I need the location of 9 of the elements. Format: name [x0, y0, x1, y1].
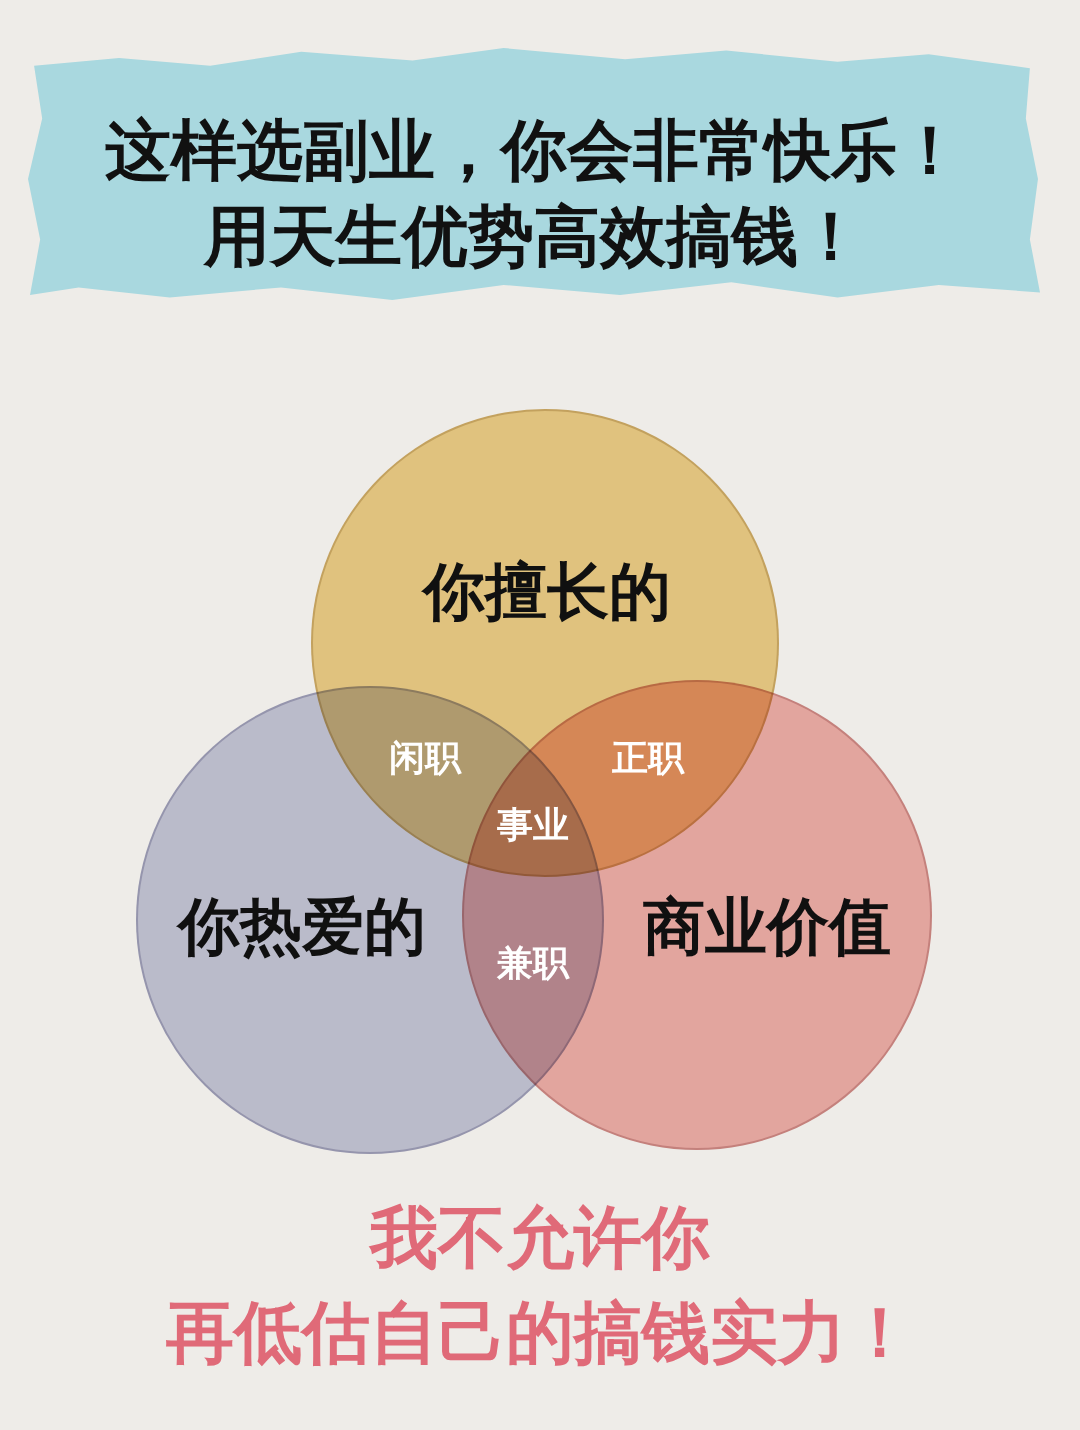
- title-text: 这样选副业，你会非常快乐！用天生优势高效搞钱！: [104, 111, 964, 277]
- overlap-label: 兼职: [497, 943, 569, 983]
- overlap-label: 事业: [497, 805, 569, 845]
- overlap-label: 正职: [612, 738, 684, 778]
- circle-label: 商业价值: [643, 892, 891, 962]
- caption-text: 我不允许你再低估自己的搞钱实力！: [165, 1196, 915, 1375]
- circle-label: 你热爱的: [178, 892, 426, 962]
- overlap-label: 闲职: [389, 738, 461, 778]
- circle-label: 你擅长的: [423, 557, 671, 627]
